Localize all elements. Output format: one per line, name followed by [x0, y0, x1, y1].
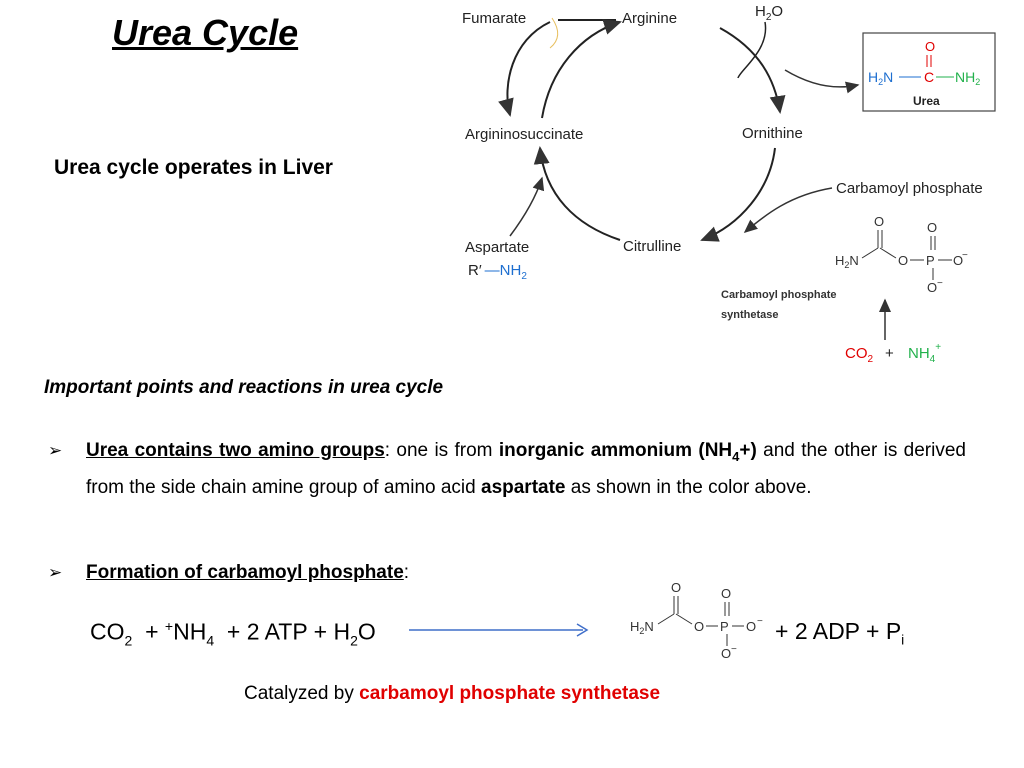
svg-text:O: O: [927, 220, 937, 235]
svg-text:O: O: [898, 253, 908, 268]
svg-text:O: O: [671, 580, 681, 595]
urea-box: O H2N C NH2 Urea: [862, 32, 996, 112]
svg-text:NH2: NH2: [955, 69, 980, 87]
svg-text:C: C: [924, 69, 934, 85]
arrow-aspartate-in: [509, 176, 545, 237]
urea-cycle-diagram: Fumarate Arginine H2O Ornithine Arginino…: [462, 3, 996, 365]
arrow-carbamoyl-in: [743, 187, 833, 233]
arrow-citrulline-to-argsucc: [533, 146, 621, 241]
arrow-ornithine-to-citrulline: [700, 147, 776, 242]
svg-text:−: −: [937, 278, 943, 289]
argininosuccinate-label: Argininosuccinate: [465, 126, 583, 143]
carbamoyl-phosphate-label: Carbamoyl phosphate: [836, 180, 983, 197]
bullet-arrow-icon: ➢: [48, 563, 63, 582]
water-label: H2O: [755, 3, 783, 23]
reaction-arrow-icon: [409, 623, 589, 637]
svg-text:O: O: [721, 586, 731, 601]
citrulline-label: Citrulline: [623, 238, 681, 255]
arrow-arginine-to-ornithine: [719, 27, 786, 114]
bullet-urea-amino-groups: ➢ Urea contains two amino groups: one is…: [48, 435, 968, 530]
arrow-argsucc-to-fumarate: [498, 21, 551, 117]
bullet-text: Formation of carbamoyl phosphate:: [86, 562, 410, 583]
ornithine-label: Ornithine: [742, 125, 803, 142]
plus-label: +: [885, 345, 894, 362]
svg-text:Urea: Urea: [913, 94, 940, 108]
svg-text:H2N: H2N: [630, 619, 654, 636]
subtitle: Urea cycle operates in Liver: [54, 156, 333, 179]
fumarate-label: Fumarate: [462, 10, 526, 27]
svg-text:O: O: [925, 39, 935, 54]
points-heading: Important points and reactions in urea c…: [44, 377, 444, 398]
svg-text:O: O: [874, 214, 884, 229]
co2-label: CO2: [845, 345, 874, 365]
svg-text:−: −: [731, 644, 737, 655]
arginine-label: Arginine: [622, 10, 677, 27]
svg-text:H2N: H2N: [868, 69, 893, 87]
svg-text:P: P: [926, 253, 935, 268]
reaction-equation-right: + 2 ADP + Pi: [775, 618, 905, 648]
water-line: [737, 21, 767, 79]
svg-text:O: O: [746, 619, 756, 634]
svg-text:H2N: H2N: [835, 253, 859, 270]
carbamoyl-phosphate-structure: H2N O O P O O − O −: [835, 214, 968, 295]
synthetase-label-line1: Carbamoyl phosphate: [721, 289, 837, 301]
carbamoyl-phosphate-product-structure: H2N O O P O O − O −: [630, 580, 763, 660]
bullet-carbamoyl-formation: ➢ Formation of carbamoyl phosphate:: [48, 557, 968, 588]
reaction-equation-left: CO2 + +NH4 + 2 ATP + H2O: [90, 618, 376, 649]
svg-text:P: P: [720, 619, 729, 634]
aspartate-label: Aspartate: [465, 239, 529, 256]
svg-text:O: O: [953, 253, 963, 268]
aspartate-formula: R′—NH2: [468, 262, 527, 282]
svg-text:−: −: [757, 616, 763, 627]
arrow-argsucc-to-arginine: [541, 19, 622, 119]
page-title: Urea Cycle: [112, 12, 299, 53]
svg-text:O: O: [927, 280, 937, 295]
fumarate-side-arrow: [549, 17, 559, 49]
bullet-arrow-icon: ➢: [48, 441, 63, 460]
nh4-label: NH4+: [908, 342, 941, 365]
svg-text:O: O: [721, 646, 731, 660]
svg-text:O: O: [694, 619, 704, 634]
synthetase-label-line2: synthetase: [721, 309, 778, 321]
bullet-text: Urea contains two amino groups: one is f…: [86, 440, 966, 498]
catalyzed-by-line: Catalyzed by carbamoyl phosphate synthet…: [244, 683, 661, 704]
arrow-to-urea: [784, 69, 860, 94]
svg-text:−: −: [962, 250, 968, 261]
